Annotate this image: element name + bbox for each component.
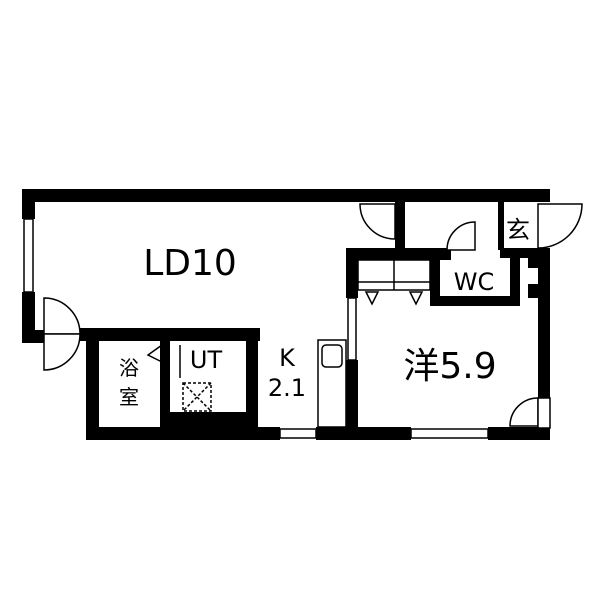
room-label-ut: UT <box>190 346 223 374</box>
door-wc <box>446 221 476 251</box>
doors <box>43 203 583 429</box>
wall-wc-bottom <box>430 296 518 306</box>
room-label-wc: WC <box>454 268 495 296</box>
washer-pan-x1 <box>182 382 212 412</box>
wall-bottom-mid <box>316 427 411 440</box>
kitchen-sink <box>321 344 343 368</box>
wall-right-mid <box>538 248 550 398</box>
door-western-frame <box>537 397 551 429</box>
window-western-bottom <box>410 428 489 439</box>
window-k-bottom <box>279 428 317 439</box>
room-label-bath-1: 浴 <box>119 356 139 380</box>
kitchen-counter <box>317 339 347 428</box>
door-bath <box>146 344 163 363</box>
closet-door-1 <box>364 291 380 306</box>
wall-top <box>22 189 550 202</box>
wall-right-upper <box>538 189 550 201</box>
wall-left-upper <box>22 189 35 219</box>
door-entrance <box>537 203 583 249</box>
room-label-kitchen-2: 2.1 <box>268 374 306 402</box>
wall-entry-left <box>395 200 405 248</box>
wall-ld-bottom-left <box>22 330 44 343</box>
wall-bath-left <box>86 328 99 440</box>
walls <box>22 189 550 440</box>
wall-wc-right <box>510 248 520 306</box>
wall-western-top-right <box>500 248 550 258</box>
door-ld-balcony <box>43 297 81 335</box>
room-label-western: 洋5.9 <box>403 346 496 387</box>
wall-entry-mid <box>498 200 504 250</box>
wall-bottom-right <box>488 427 550 440</box>
room-labels: LD10 洋5.9 WC 玄 浴 室 UT K 2.1 <box>119 216 530 409</box>
wall-ut-inner <box>165 412 255 428</box>
room-label-kitchen-1: K <box>279 344 296 372</box>
washer-pan <box>182 382 212 412</box>
wall-left-lower <box>22 292 35 342</box>
door-western <box>509 397 539 427</box>
wall-western-left-upper <box>346 248 358 298</box>
wall-western-left-lower <box>346 360 358 440</box>
windows <box>23 218 489 439</box>
window-western-left <box>347 297 357 361</box>
wall-bottom-left <box>86 427 280 440</box>
wall-entry-small2 <box>528 284 538 298</box>
room-label-bath-2: 室 <box>119 385 139 409</box>
wall-ld-bottom-mid <box>80 328 260 341</box>
closet-door-2 <box>408 291 424 306</box>
room-label-ld: LD10 <box>143 243 237 284</box>
window-ld-left <box>23 218 34 293</box>
washer-pan-x2 <box>182 382 212 412</box>
door-hall-ld <box>359 203 396 240</box>
door-ld-balcony-2 <box>43 333 81 371</box>
wall-ut-k <box>246 328 258 428</box>
wall-entry-small <box>528 250 538 268</box>
fixtures <box>182 259 431 428</box>
wall-wc-left <box>430 248 440 304</box>
wall-western-top <box>346 248 451 260</box>
wall-bath-ut <box>160 340 170 428</box>
room-label-entrance: 玄 <box>506 216 530 244</box>
